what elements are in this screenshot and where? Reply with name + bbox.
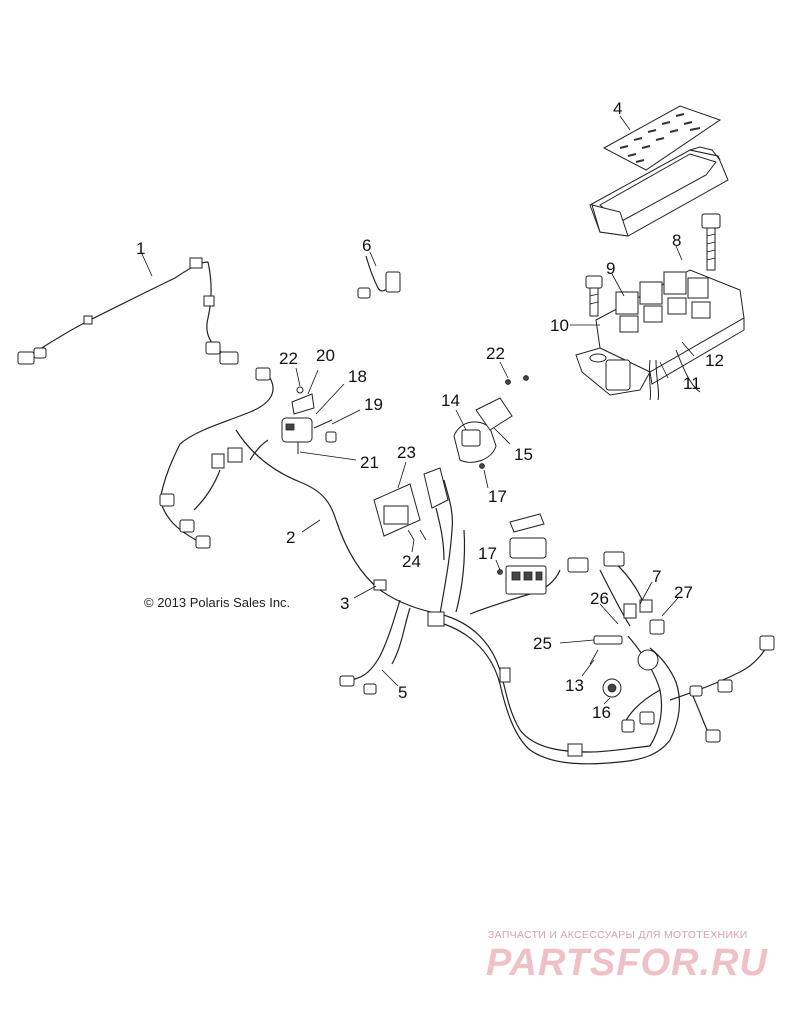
- callout-13: 13: [565, 676, 584, 695]
- callout-18: 18: [348, 367, 367, 386]
- callout-26: 26: [590, 589, 609, 608]
- callout-12: 12: [705, 351, 724, 370]
- harness-part-1: [17, 257, 239, 365]
- callout-21: 21: [360, 453, 379, 472]
- bracket-parts-14-15: [453, 375, 529, 469]
- harness-part-6: [357, 255, 401, 299]
- callout-24: 24: [402, 552, 421, 571]
- callout-7: 7: [652, 567, 662, 586]
- callout-27: 27: [674, 583, 693, 602]
- callout-14: 14: [441, 391, 460, 410]
- screw-parts-24: [407, 529, 427, 541]
- callout-11: 11: [683, 374, 701, 393]
- callout-8: 8: [672, 231, 682, 250]
- callout-22a: 22: [279, 349, 298, 368]
- callout-19: 19: [364, 395, 383, 414]
- callout-3: 3: [340, 594, 350, 613]
- watermark-tagline: ЗАПЧАСТИ И АКСЕССУАРЫ ДЛЯ МОТОТЕХНИКИ: [488, 929, 748, 941]
- callout-16: 16: [592, 703, 611, 722]
- callout-10: 10: [550, 316, 569, 335]
- callout-9: 9: [606, 259, 616, 278]
- callout-5: 5: [398, 683, 408, 702]
- bolt-part-9: [585, 275, 603, 317]
- copyright-notice: © 2013 Polaris Sales Inc.: [144, 595, 291, 610]
- fuse-box-cover-part: [589, 105, 729, 237]
- callout-2: 2: [286, 528, 296, 547]
- bolt-part-8: [701, 213, 721, 271]
- callout-22b: 22: [486, 344, 505, 363]
- callout-17b: 17: [478, 544, 497, 563]
- ecu-part-23: [373, 467, 449, 561]
- watermark-brand: PARTSFOR.RU: [486, 942, 768, 984]
- relay-block-part-17: [497, 513, 547, 595]
- callout-20: 20: [316, 346, 335, 365]
- callout-25: 25: [533, 634, 552, 653]
- fuse-box-base-part: [575, 269, 745, 401]
- callout-1: 1: [136, 239, 146, 258]
- relay-bracket-parts-18-20-22: [281, 386, 337, 454]
- callout-17a: 17: [488, 487, 507, 506]
- callout-6: 6: [362, 236, 372, 255]
- callout-4: 4: [613, 99, 623, 118]
- leader-lines: [141, 115, 695, 705]
- small-connector-parts: [589, 599, 659, 698]
- callout-15: 15: [514, 445, 533, 464]
- callout-23: 23: [397, 443, 416, 462]
